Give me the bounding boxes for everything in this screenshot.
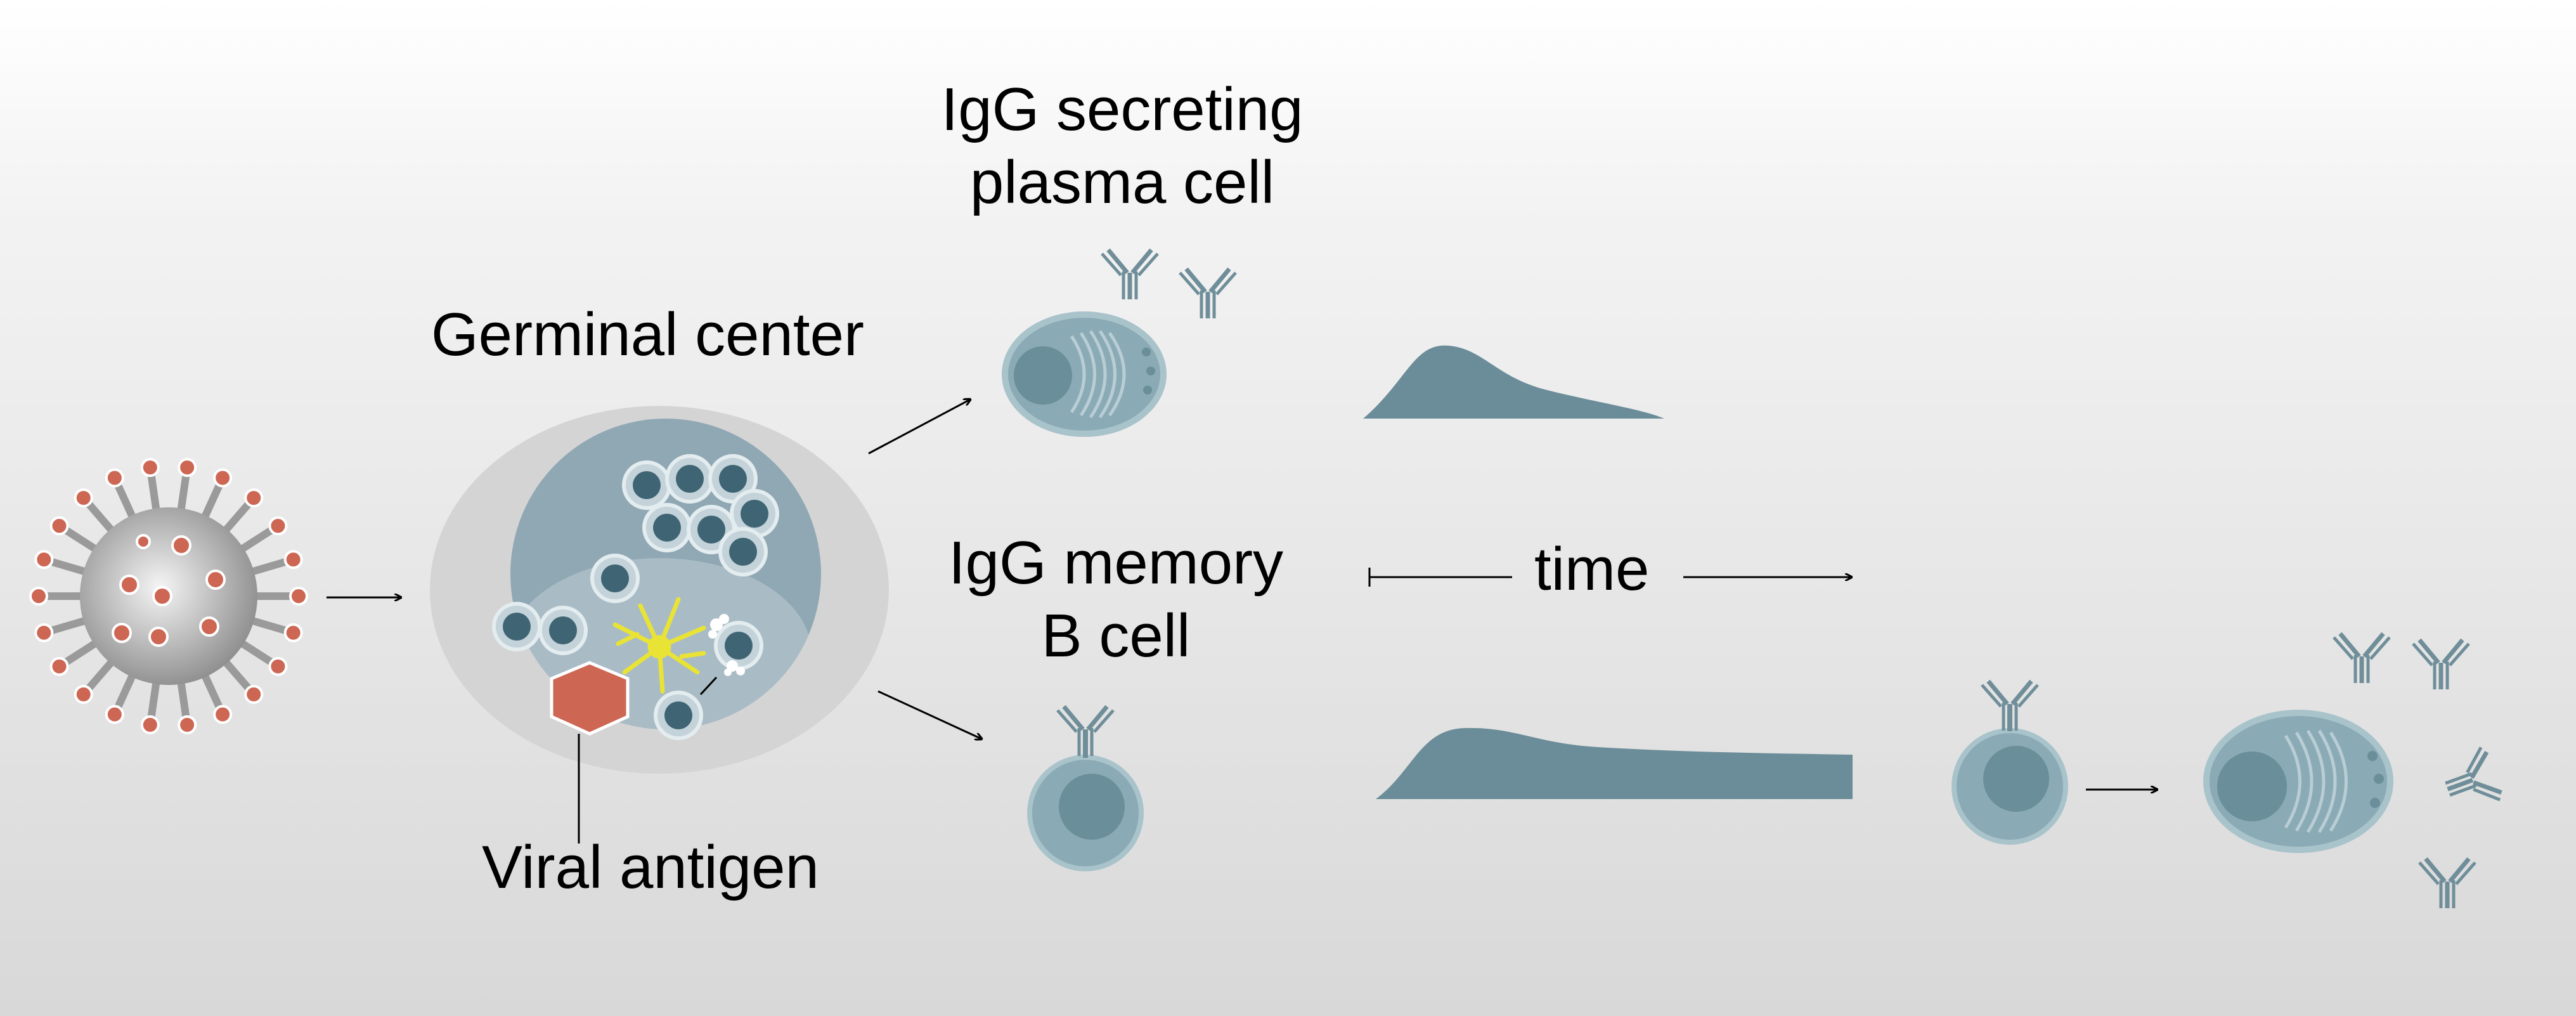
virus-spike-tip: [34, 623, 54, 642]
small-arrow-in-gc: [699, 676, 718, 696]
virus-spike-tip: [34, 550, 54, 570]
virus-spike-tip: [29, 587, 48, 606]
virus-spike-tip: [74, 488, 93, 508]
reactivated-memory-b-cell: [1951, 681, 2068, 845]
virus-spike-tip: [244, 488, 264, 508]
memory-b-cell-label-line1: IgG memory: [948, 529, 1284, 597]
virus-spike-tip: [289, 587, 308, 606]
plasma-cell-label-line1: IgG secreting: [941, 75, 1304, 143]
virus-spike-tip: [105, 705, 124, 724]
germinal-center-label: Germinal center: [431, 301, 864, 368]
virus-spike-tip: [140, 715, 160, 734]
virus-spike-tip: [105, 468, 124, 488]
endoplasmic-reticulum: [1070, 330, 1126, 419]
new-plasma-cell: [2203, 710, 2393, 853]
virus-surface-dots: [112, 534, 226, 647]
antigen-fragments: [708, 614, 745, 676]
memory-b-cell-response-curve: [1376, 727, 1853, 799]
memory-b-cell-label: IgG memory B cell: [913, 526, 1319, 672]
follicular-dendritic-cell: [612, 597, 706, 694]
virus-spike-tip: [178, 715, 197, 734]
virus-spike-tip: [213, 468, 233, 488]
virus-spike-tip: [268, 516, 288, 536]
time-label: time: [1534, 535, 1650, 603]
plasma-cell-response-curve: [1363, 345, 1664, 419]
virus-spike-tip: [213, 705, 233, 724]
virus-spike-tip: [283, 550, 303, 570]
plasma-cell: [1002, 311, 1167, 437]
plasma-cell-label-line2: plasma cell: [969, 148, 1275, 217]
memory-b-cell-label-line2: B cell: [1041, 602, 1191, 670]
virus-particle: [29, 458, 308, 734]
arrow-to-plasma-cell: [868, 400, 970, 455]
plasma-cell-label: IgG secreting plasma cell: [913, 73, 1331, 219]
virus-spike-tip: [49, 516, 69, 536]
viral-antigen-hexagon: [550, 661, 630, 736]
memory-b-cell: [1027, 707, 1144, 871]
time-axis: [1368, 568, 1851, 587]
virus-spike-tip: [178, 458, 197, 478]
virus-spike-tip: [74, 684, 93, 704]
virus-spike-tip: [140, 458, 160, 478]
secreted-antibodies-top: [1102, 250, 1236, 318]
virus-spike-tip: [283, 623, 303, 642]
virus-spike-tip: [244, 684, 264, 704]
virus-spike-tip: [268, 656, 288, 676]
viral-antigen-label: Viral antigen: [482, 833, 819, 901]
germinal-center: [430, 406, 889, 843]
virus-spike-tip: [49, 656, 69, 676]
arrow-to-memory-b-cell: [877, 690, 981, 739]
